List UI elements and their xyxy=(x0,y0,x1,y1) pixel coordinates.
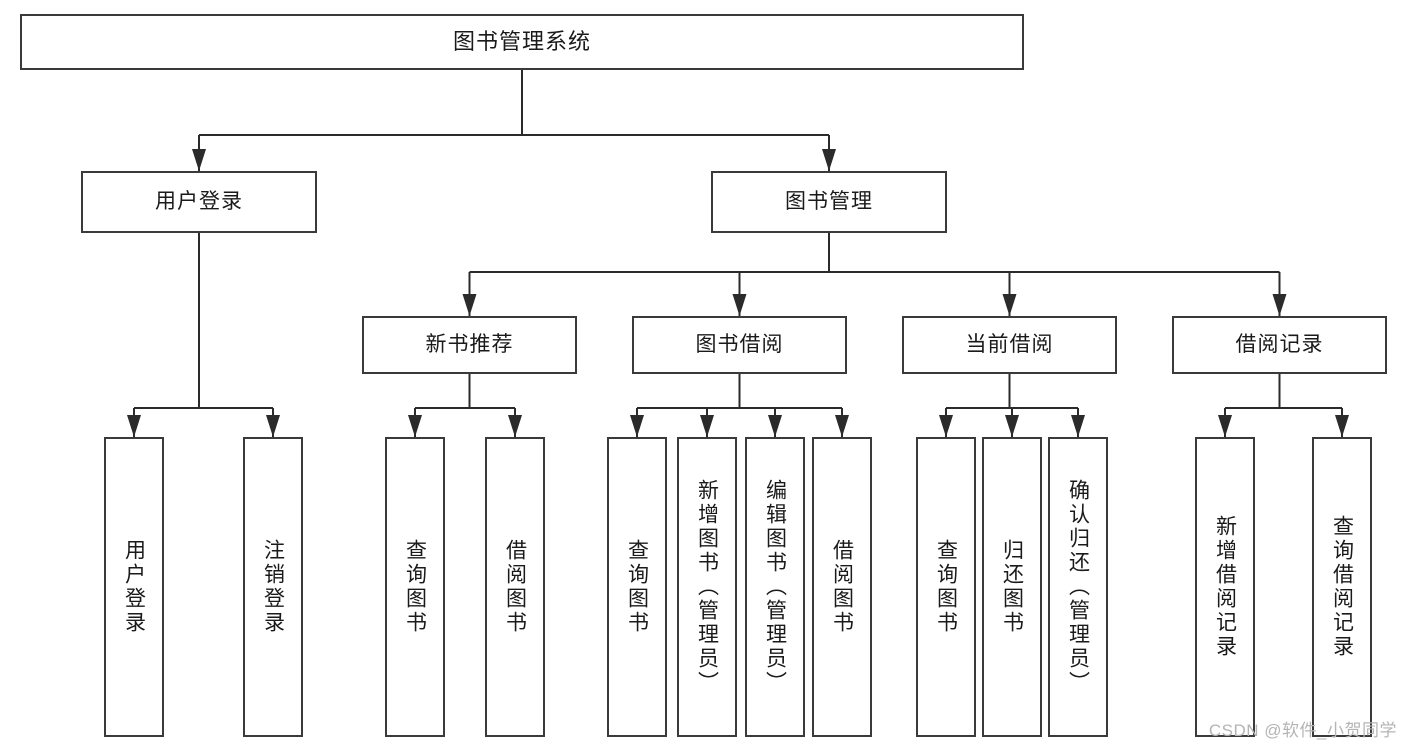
arrowhead-icon xyxy=(408,415,422,437)
arrowhead-icon xyxy=(1071,415,1085,437)
node-leaf-borrow-book-1[interactable]: 借阅图书 xyxy=(485,437,545,737)
arrowhead-icon xyxy=(732,294,747,316)
node-leaf-query-book-2[interactable]: 查询图书 xyxy=(607,437,667,737)
node-leaf-add-book[interactable]: 新增图书（管理员） xyxy=(677,437,737,737)
node-label: 查询图书 xyxy=(403,539,427,635)
arrowhead-icon xyxy=(939,415,953,437)
node-leaf-return-book[interactable]: 归还图书 xyxy=(982,437,1042,737)
node-label: 查询借阅记录 xyxy=(1330,515,1354,659)
node-label: 查询图书 xyxy=(934,539,958,635)
node-leaf-query-book-3[interactable]: 查询图书 xyxy=(916,437,976,737)
node-label: 新增借阅记录 xyxy=(1213,515,1237,659)
node-leaf-confirm-return[interactable]: 确认归还（管理员） xyxy=(1048,437,1108,737)
node-label: 编辑图书（管理员） xyxy=(763,479,787,695)
arrowhead-icon xyxy=(1272,294,1287,316)
node-label: 当前借阅 xyxy=(965,332,1054,356)
node-leaf-query-book-1[interactable]: 查询图书 xyxy=(385,437,445,737)
node-leaf-borrow-book-2[interactable]: 借阅图书 xyxy=(812,437,872,737)
node-label: 图书借阅 xyxy=(695,332,784,356)
node-new-book-rec[interactable]: 新书推荐 xyxy=(362,316,577,374)
arrowhead-icon xyxy=(192,149,206,171)
node-label: 借阅图书 xyxy=(830,539,854,635)
node-label: 用户登录 xyxy=(122,539,146,635)
node-leaf-logout[interactable]: 注销登录 xyxy=(243,437,303,737)
node-borrow-record[interactable]: 借阅记录 xyxy=(1172,316,1387,374)
arrowhead-icon xyxy=(127,415,141,437)
node-label: 图书管理系统 xyxy=(452,29,591,55)
node-root[interactable]: 图书管理系统 xyxy=(20,14,1024,70)
arrowhead-icon xyxy=(266,415,280,437)
arrowhead-icon xyxy=(630,415,644,437)
arrowhead-icon xyxy=(508,415,522,437)
node-leaf-user-login[interactable]: 用户登录 xyxy=(104,437,164,737)
node-book-manage[interactable]: 图书管理 xyxy=(711,171,947,233)
node-label: 图书管理 xyxy=(785,189,873,213)
arrowhead-icon xyxy=(462,294,477,316)
node-user-login[interactable]: 用户登录 xyxy=(81,171,317,233)
node-label: 查询图书 xyxy=(625,539,649,635)
arrowhead-icon xyxy=(1335,415,1349,437)
node-leaf-add-record[interactable]: 新增借阅记录 xyxy=(1195,437,1255,737)
arrowhead-icon xyxy=(835,415,849,437)
node-label: 新增图书（管理员） xyxy=(695,479,719,695)
arrowhead-icon xyxy=(1218,415,1232,437)
node-label: 借阅记录 xyxy=(1235,332,1324,356)
arrowhead-icon xyxy=(768,415,782,437)
arrowhead-icon xyxy=(700,415,714,437)
node-leaf-query-record[interactable]: 查询借阅记录 xyxy=(1312,437,1372,737)
node-label: 用户登录 xyxy=(155,189,243,213)
arrowhead-icon xyxy=(1002,294,1017,316)
node-current-borrow[interactable]: 当前借阅 xyxy=(902,316,1117,374)
node-label: 确认归还（管理员） xyxy=(1066,479,1090,695)
node-leaf-edit-book[interactable]: 编辑图书（管理员） xyxy=(745,437,805,737)
node-label: 借阅图书 xyxy=(503,539,527,635)
node-book-borrow[interactable]: 图书借阅 xyxy=(632,316,847,374)
node-label: 归还图书 xyxy=(1000,539,1024,635)
arrowhead-icon xyxy=(1005,415,1019,437)
arrowhead-icon xyxy=(822,149,836,171)
node-label: 新书推荐 xyxy=(425,332,514,356)
watermark: CSDN @软件_小贺同学 xyxy=(1208,721,1397,740)
node-label: 注销登录 xyxy=(261,539,285,635)
